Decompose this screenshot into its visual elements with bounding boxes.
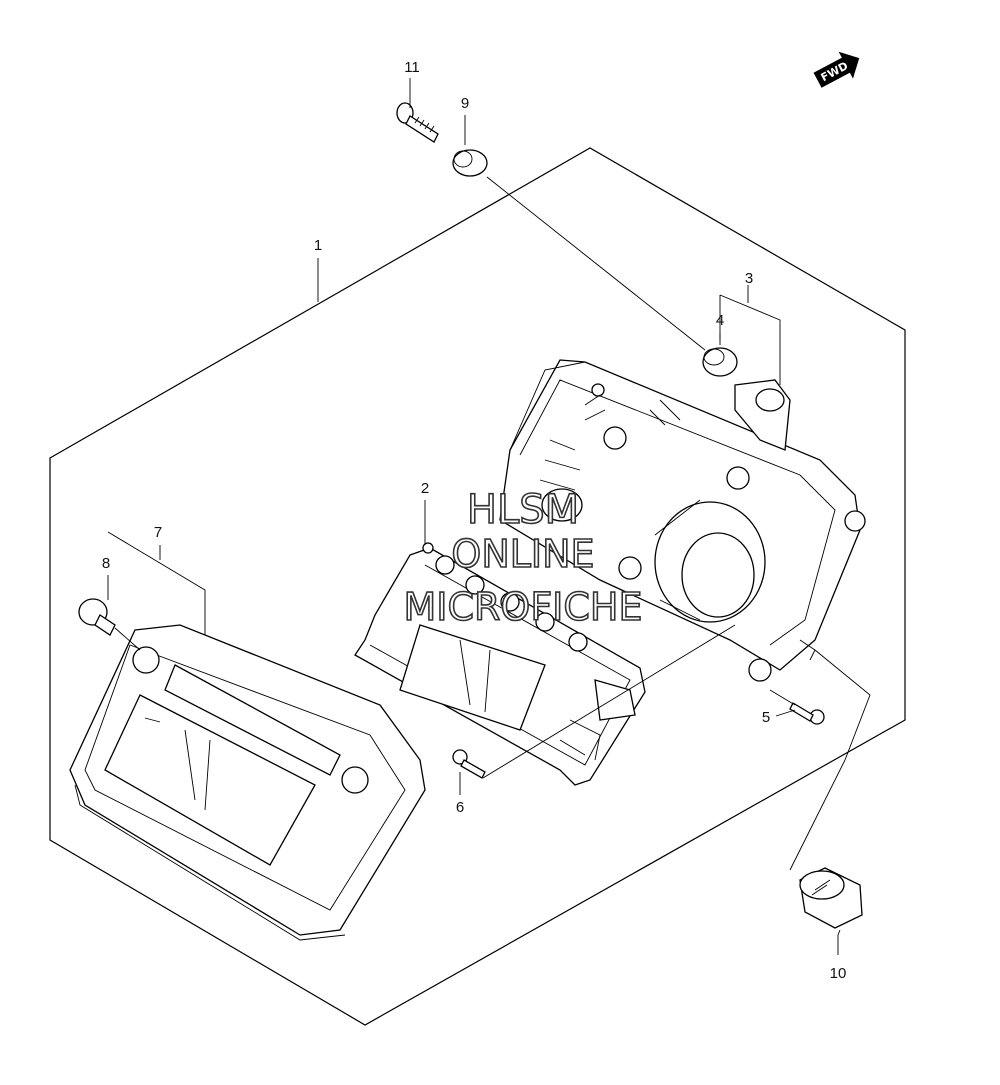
callout-7: 7 — [154, 524, 162, 541]
callout-5: 5 — [762, 709, 770, 726]
watermark-line-3: MICROFICHE — [403, 585, 642, 629]
meter-cover-part-7 — [69, 624, 426, 941]
leader-lines — [107, 78, 871, 955]
callout-10: 10 — [830, 965, 847, 982]
callout-4: 4 — [716, 312, 724, 329]
screw-part-6 — [452, 749, 486, 779]
meter-case-part-3 — [499, 359, 866, 682]
callout-2: 2 — [421, 480, 429, 497]
callout-9: 9 — [461, 95, 469, 112]
callout-3: 3 — [745, 270, 753, 287]
bulb-socket-part-10 — [799, 867, 863, 929]
callout-11: 11 — [404, 59, 420, 76]
watermark-line-2: ONLINE — [451, 532, 594, 576]
forward-direction-arrow-icon: FWD — [813, 51, 860, 88]
assembly-boundary — [49, 147, 906, 1026]
watermark-line-1: HLSM — [467, 487, 579, 533]
bolt-part-11 — [396, 102, 439, 143]
screw-part-5 — [789, 702, 825, 725]
grommet-part-9 — [452, 149, 488, 177]
grommet-part-8 — [78, 598, 116, 636]
meter-board-part-2 — [354, 542, 646, 786]
grommet-part-4 — [702, 347, 738, 377]
callout-1: 1 — [314, 237, 322, 254]
callout-6: 6 — [456, 799, 464, 816]
callout-8: 8 — [102, 555, 110, 572]
